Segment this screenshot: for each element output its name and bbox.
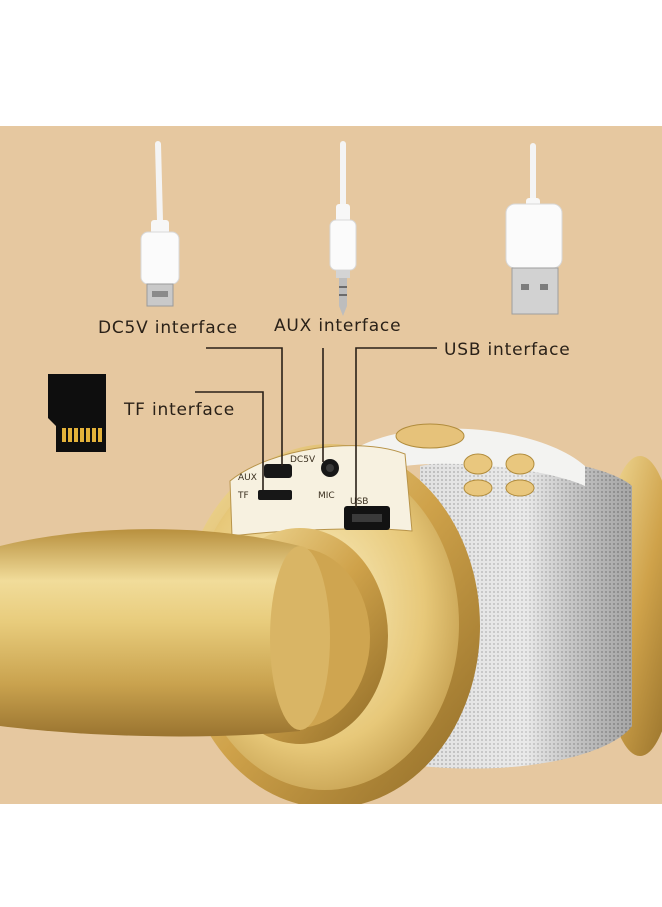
aux-cable-icon xyxy=(329,141,357,316)
product-scene: AUX DC5V TF USB MIC xyxy=(0,126,662,804)
leader-lines xyxy=(195,347,437,508)
dc5v-interface-label: DC5V interface xyxy=(98,318,238,338)
aux-interface-label: AUX interface xyxy=(274,316,402,336)
microphone-icon: AUX DC5V TF USB MIC xyxy=(0,423,662,804)
tf-card-icon xyxy=(48,374,106,452)
leader-line-dc5v xyxy=(206,347,283,466)
leader-line-tf xyxy=(195,391,264,490)
panel-label-tf: TF xyxy=(237,491,249,501)
panel-label-mic: MIC xyxy=(318,491,335,501)
tf-interface-label: TF interface xyxy=(124,400,235,420)
usb-cable-icon xyxy=(505,143,563,315)
panel-label-usb: USB xyxy=(350,497,368,507)
panel-label-aux: AUX xyxy=(238,473,257,483)
leader-line-usb xyxy=(355,347,437,508)
micro-usb-cable-icon xyxy=(140,141,180,307)
panel-label-dc5v: DC5V xyxy=(290,455,316,465)
usb-interface-label: USB interface xyxy=(444,340,571,360)
